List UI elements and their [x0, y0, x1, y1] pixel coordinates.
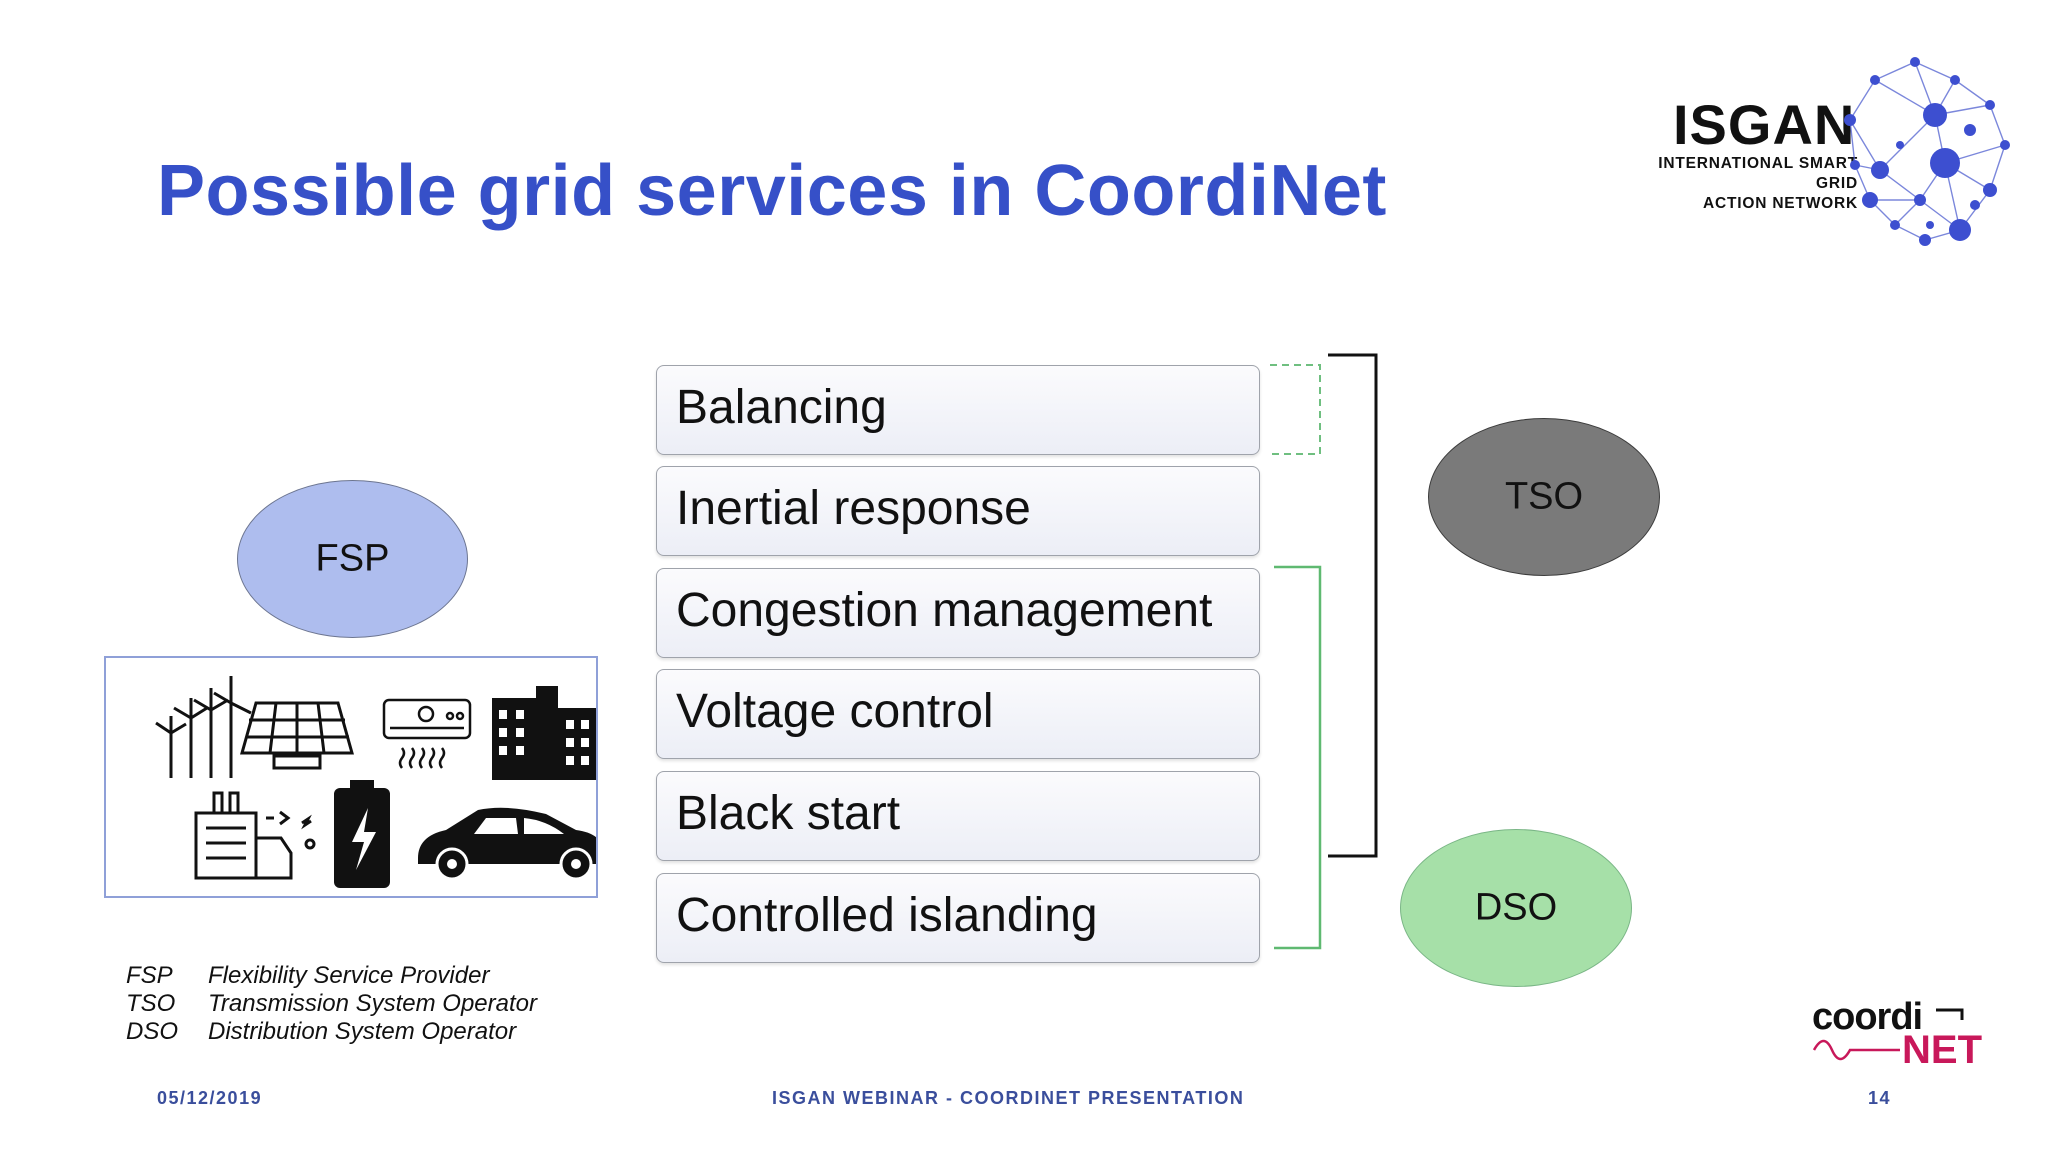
isgan-logo-subtitle: INTERNATIONAL SMART GRID ACTION NETWORK — [1658, 155, 1858, 212]
fsp-ellipse: FSP — [237, 480, 468, 638]
service-box-balancing: Balancing — [656, 365, 1260, 455]
service-box-controlled-islanding: Controlled islanding — [656, 873, 1260, 963]
tso-label: TSO — [1504, 475, 1584, 518]
slide-title: Possible grid services in CoordiNet — [157, 151, 1387, 231]
page-number: 14 — [1868, 1088, 1892, 1108]
factory-icon — [194, 791, 316, 880]
service-brackets — [1270, 353, 1378, 950]
coordinet-logo-top: coordi — [1812, 996, 1923, 1038]
tso-ellipse: TSO — [1428, 418, 1660, 576]
coordinet-logo-bottom: NET — [1902, 1028, 1982, 1072]
service-box-congestion-management: Congestion management — [656, 568, 1260, 658]
isgan-logo: ISGAN INTERNATIONAL SMART GRID ACTION NE… — [1620, 50, 2010, 260]
dso-bracket — [1274, 565, 1322, 950]
fsp-label: FSP — [315, 537, 390, 580]
air-conditioner-icon — [382, 698, 472, 769]
isgan-logo-wordmark: ISGAN — [1673, 93, 1856, 156]
buildings-icon — [492, 686, 596, 780]
footer-title: ISGAN WEBINAR - COORDINET PRESENTATION — [772, 1088, 1245, 1108]
service-box-black-start: Black start — [656, 771, 1260, 861]
tso-bracket — [1328, 353, 1378, 858]
coordinet-logo: coordi NET — [1810, 996, 2010, 1086]
car-icon — [418, 807, 596, 881]
solar-panel-icon — [240, 701, 354, 770]
fsp-assets-box — [104, 656, 598, 898]
footer-date: 05/12/2019 — [157, 1088, 263, 1108]
network-graph-icon — [1844, 57, 2010, 246]
service-box-voltage-control: Voltage control — [656, 669, 1260, 759]
battery-icon — [334, 780, 390, 888]
dso-ellipse: DSO — [1400, 829, 1632, 987]
dso-label: DSO — [1474, 886, 1558, 929]
signal-wave-icon — [1812, 1008, 1964, 1061]
balancing-dashed-bracket — [1270, 364, 1321, 455]
service-box-inertial-response: Inertial response — [656, 466, 1260, 556]
wind-turbine-icon — [155, 676, 252, 778]
